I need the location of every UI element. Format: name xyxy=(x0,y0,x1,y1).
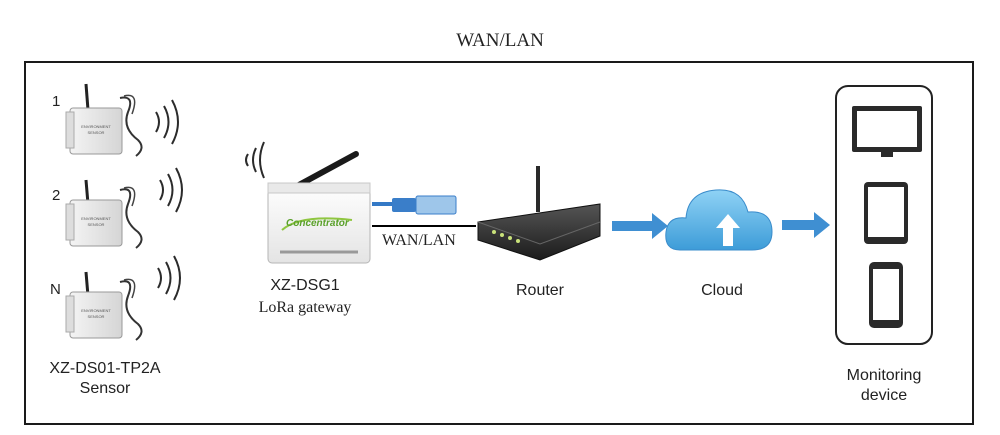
signal-waves-icon xyxy=(157,255,181,301)
sensor-model: XZ-DS01-TP2A xyxy=(49,360,161,377)
upload-arrow-icon xyxy=(716,214,740,246)
monitoring-label-line1: Monitoring xyxy=(846,367,922,384)
antenna-icon xyxy=(84,83,90,111)
arrow-right-icon xyxy=(612,213,668,239)
gateway-type: LoRa gateway xyxy=(258,299,352,316)
sensor-number-n: N xyxy=(50,281,61,298)
svg-text:ENVIRONMENT: ENVIRONMENT xyxy=(81,216,111,221)
sensor-device-1: ENVIRONMENT SENSOR xyxy=(65,83,143,157)
gateway-model: XZ-DSG1 xyxy=(270,277,340,294)
system-frame xyxy=(24,61,974,425)
monitor-icon xyxy=(852,106,922,157)
smartphone-icon xyxy=(869,262,903,328)
signal-waves-icon xyxy=(155,99,179,145)
link-label: WAN/LAN xyxy=(382,232,456,249)
cloud-label: Cloud xyxy=(701,282,743,299)
arrow-right-icon xyxy=(782,212,830,238)
sensor-type: Sensor xyxy=(79,380,131,397)
diagram-title: WAN/LAN xyxy=(456,30,544,51)
gateway-device xyxy=(267,151,371,264)
router-device xyxy=(477,166,601,261)
gateway-label: XZ-DSG1 LoRa gateway xyxy=(235,275,375,319)
sensor-device-n: ENVIRONMENT SENSOR xyxy=(65,271,143,341)
sensor-number-1: 1 xyxy=(52,93,61,110)
sensor-label: XZ-DS01-TP2A Sensor xyxy=(30,359,180,399)
gateway-screen-text: Concentrator xyxy=(286,218,349,229)
tablet-icon xyxy=(864,182,908,244)
ethernet-cable-icon xyxy=(372,195,476,227)
svg-text:SENSOR: SENSOR xyxy=(88,222,105,227)
svg-text:ENVIRONMENT: ENVIRONMENT xyxy=(81,308,111,313)
svg-text:SENSOR: SENSOR xyxy=(88,314,105,319)
monitoring-label-line2: device xyxy=(860,387,908,404)
sensor-device-2: ENVIRONMENT SENSOR xyxy=(65,179,143,249)
sensor-number-2: 2 xyxy=(52,187,61,204)
cloud-icon xyxy=(665,189,773,251)
svg-text:ENVIRONMENT: ENVIRONMENT xyxy=(81,124,111,129)
router-label: Router xyxy=(515,282,565,299)
signal-waves-icon xyxy=(245,141,265,179)
monitoring-label: Monitoring device xyxy=(826,366,942,406)
svg-text:SENSOR: SENSOR xyxy=(88,130,105,135)
signal-waves-icon xyxy=(159,167,183,213)
